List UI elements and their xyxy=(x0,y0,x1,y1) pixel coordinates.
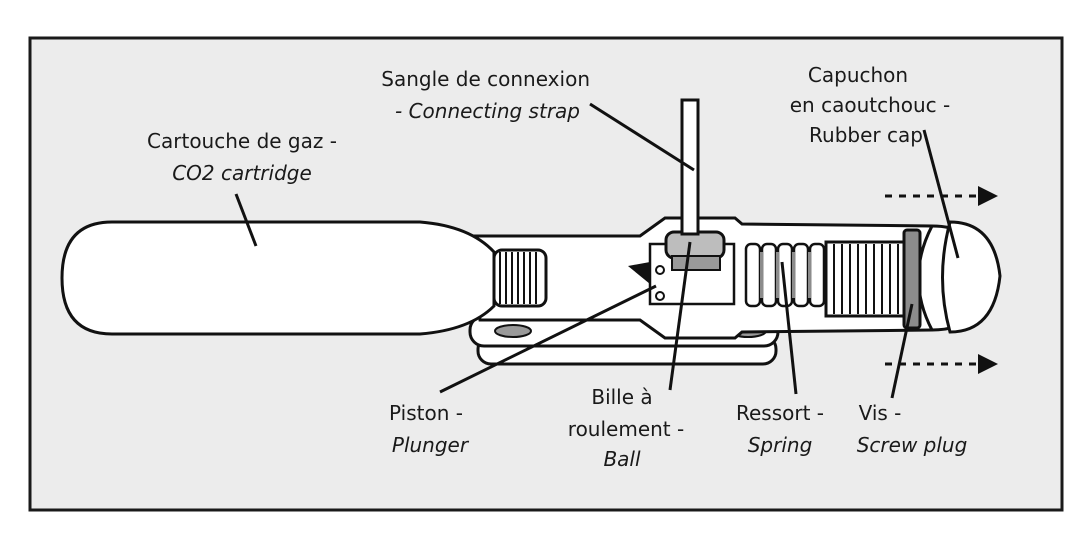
leader-co2-cartridge xyxy=(234,193,258,247)
leader-ball xyxy=(668,241,692,391)
label-spring-en: Spring xyxy=(748,433,813,457)
leader-connecting-strap xyxy=(589,102,695,172)
co2-cartridge xyxy=(60,220,548,336)
leader-rubber-cap xyxy=(922,129,960,259)
labels: Sangle de connexion - Connecting strap C… xyxy=(147,63,967,471)
label-plunger-en: Plunger xyxy=(392,433,470,457)
label-plunger-fr: Piston - xyxy=(389,401,463,425)
label-screw-plug-fr: Vis - xyxy=(859,401,902,425)
screw-plug xyxy=(824,228,922,330)
label-rubber-cap-fr2: en caoutchouc - xyxy=(790,93,951,117)
motion-arrow-top xyxy=(885,186,998,206)
label-ball-fr2: roulement - xyxy=(568,417,684,441)
label-ball-en: Ball xyxy=(603,447,641,471)
label-ball-fr1: Bille à xyxy=(591,385,652,409)
leader-lines xyxy=(234,102,960,399)
leader-screw-plug xyxy=(890,303,914,399)
label-screw-plug-en: Screw plug xyxy=(857,433,968,457)
label-rubber-cap-en: Rubber cap xyxy=(809,123,923,147)
label-rubber-cap-fr1: Capuchon xyxy=(808,63,908,87)
leader-spring xyxy=(780,261,798,395)
ball-bearing xyxy=(664,230,726,271)
label-co2-cartridge-fr: Cartouche de gaz - xyxy=(147,129,337,153)
plunger-chamber xyxy=(628,242,736,306)
spring xyxy=(744,242,826,308)
label-co2-cartridge-en: CO2 cartridge xyxy=(172,161,312,185)
label-spring-fr: Ressort - xyxy=(736,401,824,425)
label-connecting-strap-fr: Sangle de connexion xyxy=(381,67,590,91)
label-connecting-strap-en: - Connecting strap xyxy=(395,99,580,123)
leader-plunger xyxy=(439,284,657,394)
motion-arrow-bottom xyxy=(885,354,998,374)
